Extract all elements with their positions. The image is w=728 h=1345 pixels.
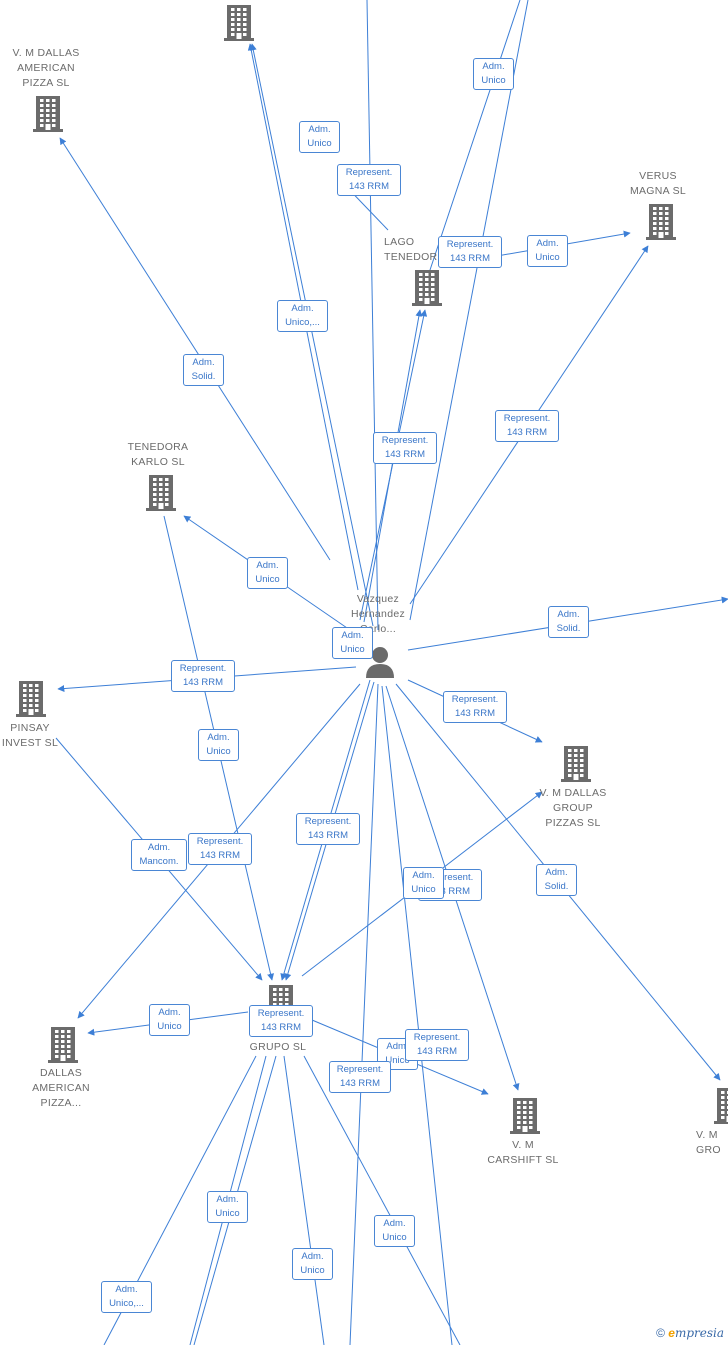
building-icon-vm-carshift[interactable] xyxy=(510,1098,540,1134)
edge-label[interactable]: Represent. 143 RRM xyxy=(337,164,401,196)
edge-label[interactable]: Adm. Unico,... xyxy=(101,1281,152,1313)
building-icon-verus-magna[interactable] xyxy=(646,204,676,240)
relationship-edge xyxy=(381,685,453,1345)
edge-label[interactable]: Represent. 143 RRM xyxy=(329,1061,391,1093)
person-icon[interactable] xyxy=(364,646,396,680)
edge-label[interactable]: Adm. Unico xyxy=(247,557,288,589)
empresia-logo-text: mpresia xyxy=(674,1326,724,1340)
edge-label[interactable]: Represent. 143 RRM xyxy=(405,1029,469,1061)
edge-label[interactable]: Adm. Unico xyxy=(207,1191,248,1223)
company-label-vm-dallas-american-pizza[interactable]: V. M DALLAS AMERICAN PIZZA SL xyxy=(12,47,80,89)
edge-label[interactable]: Adm. Unico xyxy=(527,235,568,267)
edge-label[interactable]: Adm. Solid. xyxy=(183,354,224,386)
edge-label[interactable]: Adm. Unico xyxy=(292,1248,333,1280)
edge-label[interactable]: Adm. Unico xyxy=(149,1004,190,1036)
edge-label[interactable]: Adm. Mancom. xyxy=(131,839,187,871)
empresia-logo-initial: e xyxy=(668,1326,675,1340)
relationship-edge xyxy=(283,1055,325,1345)
copyright-footer: © empresia xyxy=(656,1326,724,1340)
edge-label[interactable]: Represent. 143 RRM xyxy=(249,1005,313,1037)
building-icon-top-company[interactable] xyxy=(224,5,254,41)
edge-label[interactable]: Represent. 143 RRM xyxy=(171,660,235,692)
edge-label[interactable]: Adm. Unico xyxy=(198,729,239,761)
relationship-edge xyxy=(59,137,331,561)
building-icon-vm-dallas-american-pizza[interactable] xyxy=(33,96,63,132)
edge-label[interactable]: Represent. 143 RRM xyxy=(188,833,252,865)
company-label-vm-dallas-group-pizzas[interactable]: V. M DALLAS GROUP PIZZAS SL xyxy=(539,787,607,829)
edge-label[interactable]: Represent. 143 RRM xyxy=(495,410,559,442)
relationship-edge xyxy=(363,309,423,623)
company-label-grupo[interactable]: GRUPO SL xyxy=(249,1041,307,1053)
edge-label[interactable]: Adm. Unico xyxy=(374,1215,415,1247)
relationship-edge xyxy=(409,0,529,621)
edge-label[interactable]: Represent. 143 RRM xyxy=(296,813,360,845)
edge-label[interactable]: Represent. 143 RRM xyxy=(443,691,507,723)
edge-label[interactable]: Adm. Unico xyxy=(403,867,444,899)
edge-label[interactable]: Represent. 143 RRM xyxy=(438,236,502,268)
relationship-edge xyxy=(366,0,379,631)
edge-label[interactable]: Adm. Unico xyxy=(299,121,340,153)
building-icon-dallas-american-pizza[interactable] xyxy=(48,1027,78,1063)
edge-label[interactable]: Adm. Unico,... xyxy=(277,300,328,332)
edge-label[interactable]: Adm. Solid. xyxy=(536,864,577,896)
company-label-tenedora-karlo[interactable]: TENEDORA KARLO SL xyxy=(127,441,189,468)
edge-label[interactable]: Adm. Unico xyxy=(332,627,373,659)
building-icon-vm-dallas-group-pizzas[interactable] xyxy=(561,746,591,782)
company-label-verus-magna[interactable]: VERUS MAGNA SL xyxy=(629,170,687,197)
company-label-dallas-american-pizza[interactable]: DALLAS AMERICAN PIZZA... xyxy=(32,1067,90,1109)
company-label-vm-gro[interactable]: V. M GRO xyxy=(696,1129,721,1156)
building-icon-lago-tenedora[interactable] xyxy=(412,270,442,306)
relationship-edge xyxy=(249,43,374,627)
copyright-icon: © xyxy=(656,1326,665,1340)
relationship-edge xyxy=(419,0,521,301)
building-icon-vm-gro[interactable] xyxy=(714,1088,728,1124)
company-label-vm-carshift[interactable]: V. M CARSHIFT SL xyxy=(487,1139,559,1166)
relationship-edge xyxy=(349,683,379,1345)
building-icon-tenedora-karlo[interactable] xyxy=(146,475,176,511)
edge-label[interactable]: Represent. 143 RRM xyxy=(373,432,437,464)
building-icon-pinsay-invest[interactable] xyxy=(16,681,46,717)
edge-label[interactable]: Adm. Solid. xyxy=(548,606,589,638)
company-label-pinsay-invest[interactable]: PINSAY INVEST SL xyxy=(1,722,59,749)
company-label-lago-tenedora[interactable]: LAGO TENEDOR xyxy=(384,236,438,263)
edge-label[interactable]: Adm. Unico xyxy=(473,58,514,90)
relationship-edge xyxy=(303,1055,461,1345)
